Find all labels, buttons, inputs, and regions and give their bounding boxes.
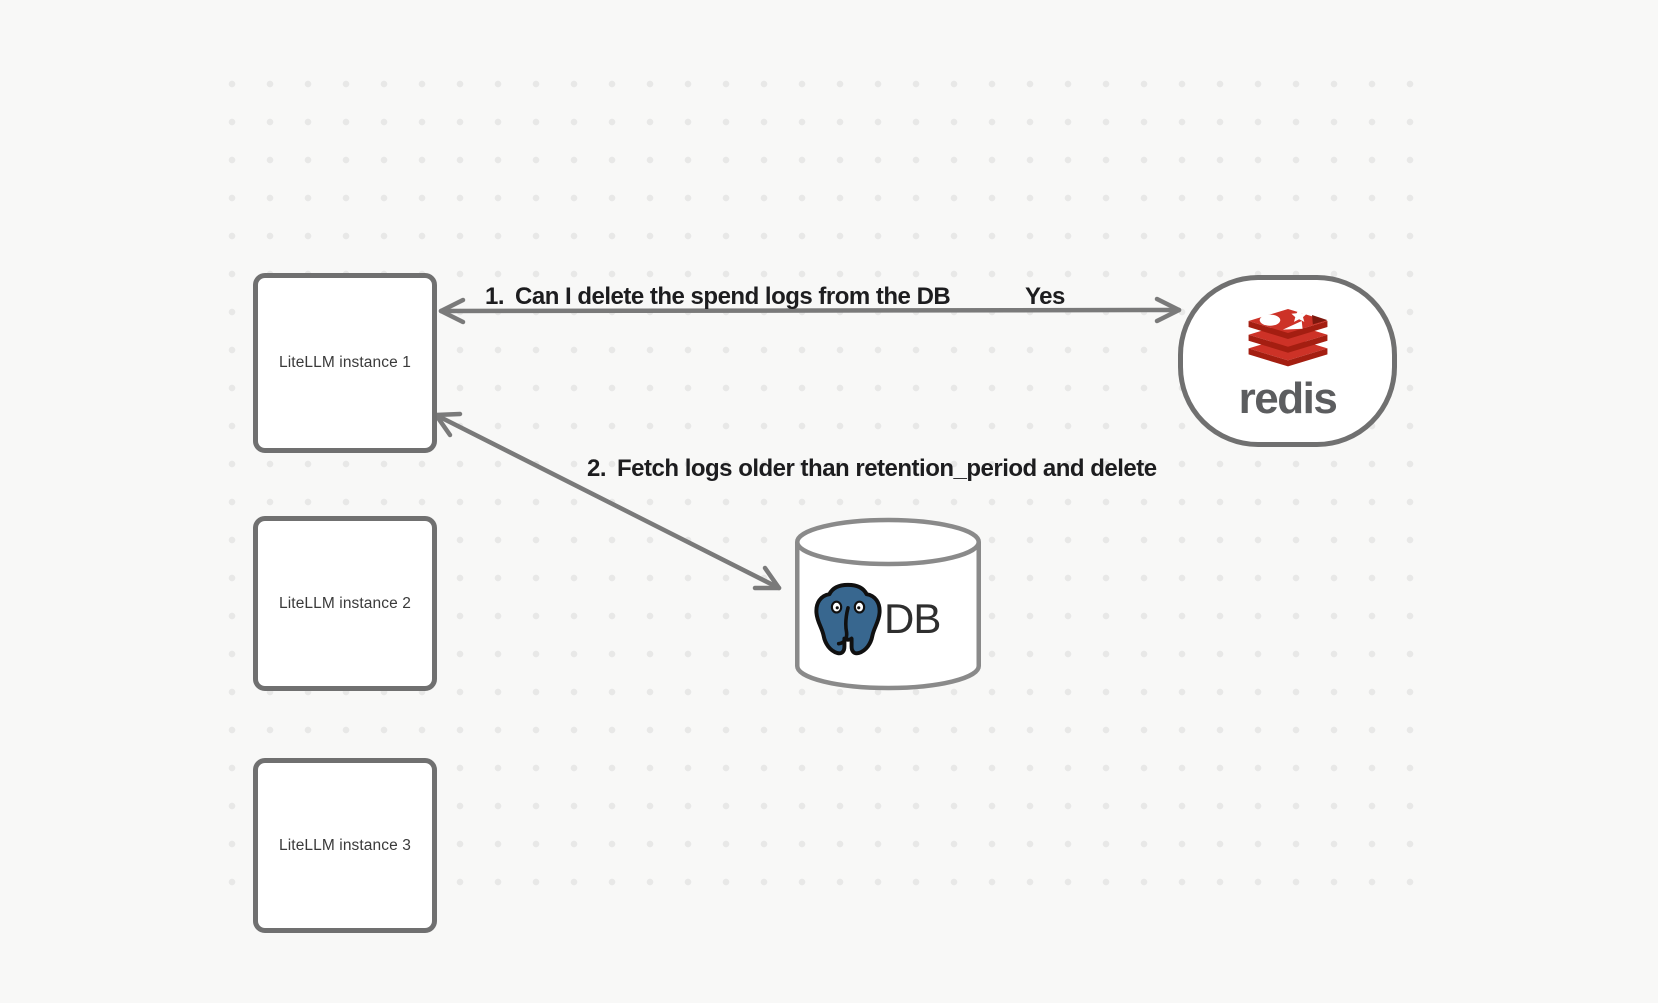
edge-2-number: 2. xyxy=(587,455,607,482)
redis-logo-icon xyxy=(1248,309,1327,367)
node-litellm-instance-3[interactable]: LiteLLM instance 3 xyxy=(253,758,437,933)
node-redis[interactable]: redis xyxy=(1178,275,1397,447)
node-litellm-instance-1-label: LiteLLM instance 1 xyxy=(279,354,411,371)
edge-2-label[interactable]: 2. Fetch logs older than retention_period… xyxy=(587,455,1157,483)
node-litellm-instance-1[interactable]: LiteLLM instance 1 xyxy=(253,273,437,453)
edge-1-response-text: Yes xyxy=(1025,283,1065,310)
edge-1-number: 1. xyxy=(485,283,505,310)
edge-1-response[interactable]: Yes xyxy=(1025,283,1065,311)
edge-2-arrow[interactable] xyxy=(433,411,782,591)
postgresql-logo-icon xyxy=(814,582,882,656)
edge-1-arrow[interactable] xyxy=(438,296,1182,325)
edge-1-label[interactable]: 1. Can I delete the spend logs from the D… xyxy=(485,283,951,311)
node-litellm-instance-3-label: LiteLLM instance 3 xyxy=(279,836,411,854)
node-litellm-instance-2-label: LiteLLM instance 2 xyxy=(279,594,411,612)
database-label: DB xyxy=(884,595,941,642)
redis-wordmark: redis xyxy=(1238,374,1338,423)
edge-1-text: Can I delete the spend logs from the DB xyxy=(515,283,951,310)
node-litellm-instance-2[interactable]: LiteLLM instance 2 xyxy=(253,516,437,691)
edge-2-text: Fetch logs older than retention_period a… xyxy=(617,455,1157,482)
